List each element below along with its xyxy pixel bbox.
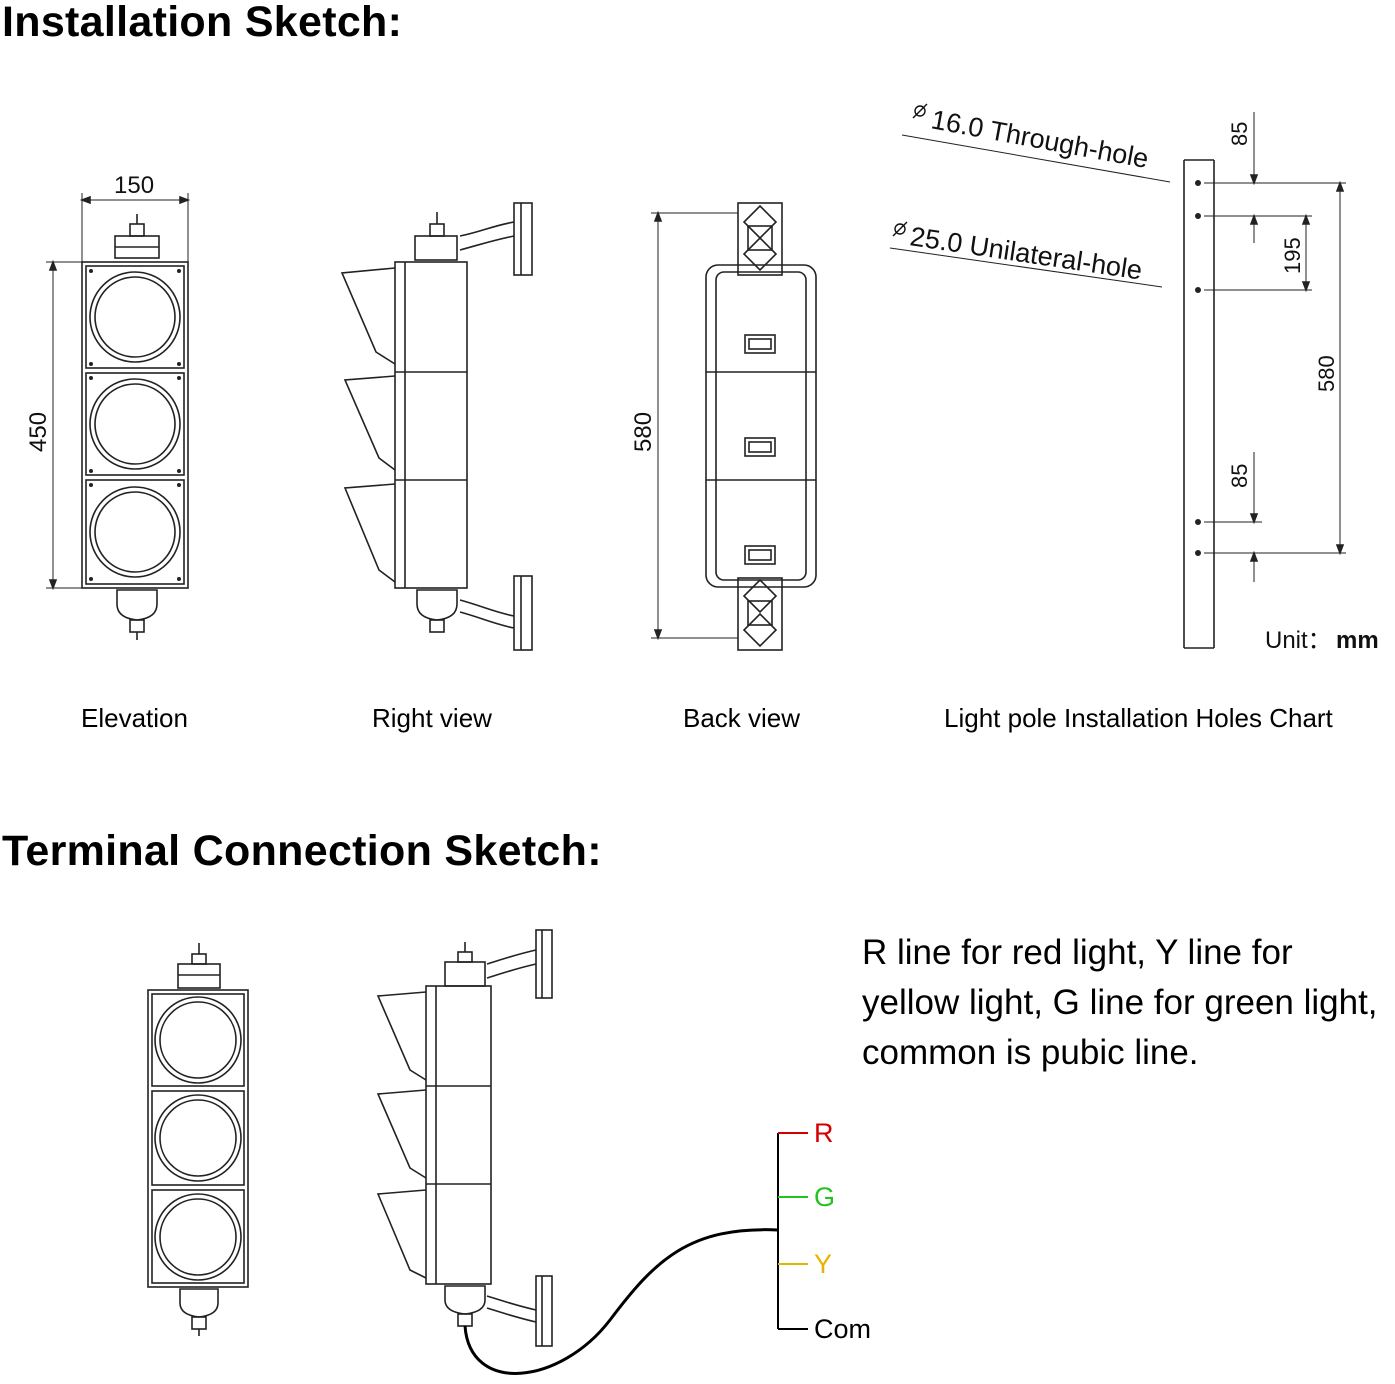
caption-right-view: Right view — [372, 703, 492, 733]
unilateral-hole-label: 25.0 Unilateral-hole — [908, 221, 1144, 285]
caption-back-view: Back view — [683, 703, 801, 733]
through-hole-label: 16.0 Through-hole — [929, 104, 1151, 174]
wire-com-label: Com — [814, 1314, 871, 1344]
wire-r-label: R — [814, 1118, 834, 1148]
wire-y-label: Y — [814, 1249, 832, 1279]
unit-value: mm — [1336, 627, 1379, 654]
wire-g-label: G — [814, 1182, 835, 1212]
dim-580-pole: 580 — [1314, 355, 1339, 392]
dim-85-top: 85 — [1227, 122, 1252, 146]
dim-580-back: 580 — [630, 412, 657, 452]
dim-195: 195 — [1280, 237, 1305, 274]
terminal-heading: Terminal Connection Sketch: — [2, 827, 602, 875]
cable — [463, 1228, 779, 1375]
wiring-bus — [777, 1132, 808, 1330]
wiring-description: R line for red light, Y line for yellow … — [862, 933, 1378, 1072]
caption-elevation: Elevation — [81, 703, 188, 733]
terminal-front-view — [147, 943, 249, 1336]
diameter-icon — [892, 103, 928, 237]
holes-chart — [889, 112, 1346, 649]
dim-85-bottom: 85 — [1227, 464, 1252, 488]
unit-label: Unit： — [1265, 627, 1332, 654]
back-view — [651, 202, 817, 651]
installation-heading: Installation Sketch: — [2, 0, 403, 46]
caption-holes-chart: Light pole Installation Holes Chart — [944, 703, 1333, 733]
elevation-view — [46, 193, 191, 640]
right-view — [340, 202, 533, 651]
dim-150: 150 — [114, 172, 154, 199]
terminal-side-view — [376, 929, 553, 1347]
dim-450: 450 — [25, 412, 52, 452]
